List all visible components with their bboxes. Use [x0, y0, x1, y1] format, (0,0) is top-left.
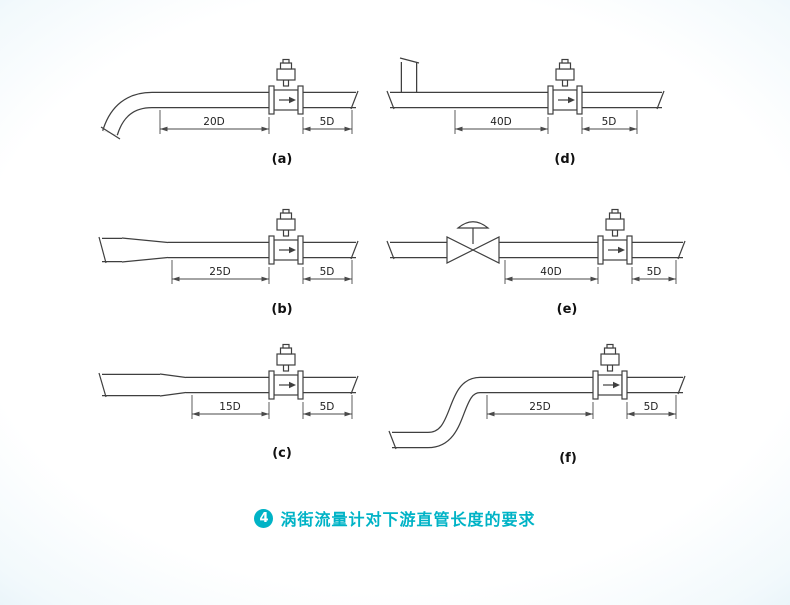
- dim-downstream: 5D: [302, 110, 353, 134]
- dim-downstream: 5D: [631, 260, 677, 284]
- dim-upstream: 20D: [159, 110, 270, 134]
- figure-e: 40D 5D (e): [386, 208, 686, 317]
- elbow-end-cut: [100, 126, 121, 140]
- figure-c: 15D 5D (c): [98, 343, 359, 461]
- dim-label-upstream: 20D: [203, 116, 224, 128]
- reducer-cone-bottom: [159, 391, 187, 397]
- pipe-break-right: [350, 240, 359, 260]
- branch-top-cut: [399, 57, 420, 64]
- flowmeter: [597, 208, 633, 265]
- figure-label: (a): [272, 152, 293, 167]
- pipe-break-right: [677, 375, 686, 395]
- valve-body-right: [471, 236, 500, 264]
- flowmeter: [268, 208, 304, 265]
- figure-label: (e): [557, 302, 578, 317]
- dim-label-upstream: 40D: [540, 266, 561, 278]
- dim-label-downstream: 5D: [320, 401, 335, 413]
- pipe-break-left: [98, 372, 107, 398]
- figure-d: 40D 5D (d): [386, 57, 665, 167]
- figure-b: 25D 5D (b): [98, 208, 359, 317]
- dim-upstream: 15D: [191, 395, 270, 419]
- flowmeter: [268, 58, 304, 115]
- figure-label: (f): [559, 451, 577, 466]
- figure-label: (c): [272, 446, 292, 461]
- dim-upstream: 40D: [504, 260, 599, 284]
- reducer-cone-top: [121, 237, 169, 244]
- pipe-break-left: [388, 430, 397, 450]
- dim-label-downstream: 5D: [647, 266, 662, 278]
- dim-label-upstream: 15D: [219, 401, 240, 413]
- dim-downstream: 5D: [626, 395, 677, 419]
- figure-label: (b): [271, 302, 292, 317]
- dim-label-upstream: 40D: [490, 116, 511, 128]
- dim-downstream: 5D: [581, 110, 638, 134]
- caption-number-badge: 4: [254, 508, 274, 528]
- pipe-break-left: [386, 240, 395, 260]
- pipe-break-left: [98, 236, 107, 264]
- dim-label-downstream: 5D: [320, 266, 335, 278]
- pipe-break-right: [350, 375, 359, 395]
- dim-label-upstream: 25D: [209, 266, 230, 278]
- pipe-break-right: [350, 90, 359, 110]
- figure-a: 20D 5D (a): [100, 58, 359, 167]
- figure-caption: 4 涡街流量计对下游直管长度的要求: [0, 506, 790, 530]
- dim-label-upstream: 25D: [529, 401, 550, 413]
- caption-text: 涡街流量计对下游直管长度的要求: [280, 510, 536, 529]
- flowmeter: [268, 343, 304, 400]
- figure-label: (d): [554, 152, 575, 167]
- valve-body-left: [446, 236, 475, 264]
- dim-upstream: 25D: [486, 395, 594, 419]
- reducer-cone-bottom: [121, 256, 169, 263]
- dim-downstream: 5D: [302, 395, 353, 419]
- reducer-cone-top: [159, 373, 187, 379]
- figure-f: 25D 5D (f): [388, 343, 686, 466]
- dim-label-downstream: 5D: [644, 401, 659, 413]
- flowmeter: [547, 58, 583, 115]
- valve-handle: [456, 221, 490, 229]
- pipe-break-left: [386, 90, 395, 110]
- dim-upstream: 40D: [454, 110, 549, 134]
- pipe-break-right: [656, 90, 665, 110]
- dim-label-downstream: 5D: [320, 116, 335, 128]
- dim-upstream: 25D: [171, 260, 270, 284]
- diagram-canvas: 20D 5D (a) 40D 5D (d): [98, 57, 686, 466]
- flowmeter: [592, 343, 628, 400]
- dim-downstream: 5D: [302, 260, 353, 284]
- pipe-break-right: [677, 240, 686, 260]
- dim-label-downstream: 5D: [602, 116, 617, 128]
